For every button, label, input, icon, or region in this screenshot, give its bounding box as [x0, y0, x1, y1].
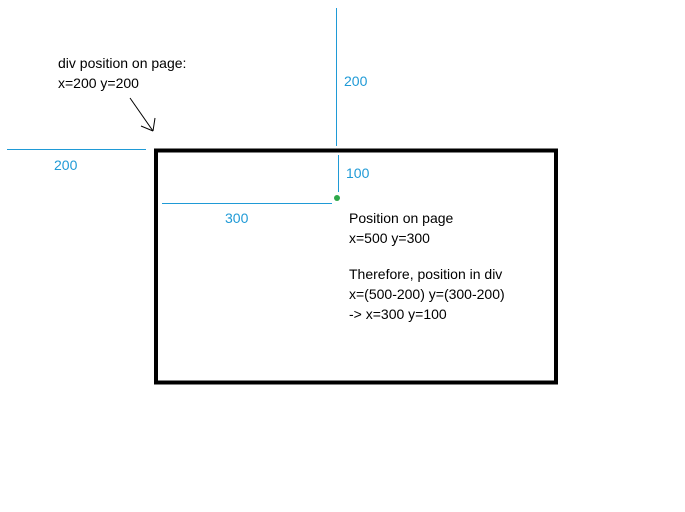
- div-box: [154, 148, 558, 385]
- arrow-icon: [129, 97, 156, 132]
- explanation-line3: Therefore, position in div: [349, 266, 503, 282]
- div-position-note: div position on page: x=200 y=200: [58, 53, 186, 93]
- position-explanation: Position on page x=500 y=300 Therefore, …: [349, 208, 505, 324]
- div-position-note-line2: x=200 y=200: [58, 75, 139, 91]
- page-top-distance-label: 200: [344, 73, 368, 89]
- div-left-distance-label: 300: [225, 210, 249, 226]
- page-left-distance-label: 200: [54, 157, 78, 173]
- explanation-line5: -> x=300 y=100: [349, 306, 447, 322]
- explanation-line2: x=500 y=300: [349, 230, 430, 246]
- explanation-spacer: [349, 248, 505, 264]
- explanation-line1: Position on page: [349, 210, 454, 226]
- div-top-distance-label: 100: [346, 165, 370, 181]
- target-point: [334, 195, 340, 201]
- explanation-line4: x=(500-200) y=(300-200): [349, 286, 505, 302]
- div-position-note-line1: div position on page:: [58, 55, 187, 71]
